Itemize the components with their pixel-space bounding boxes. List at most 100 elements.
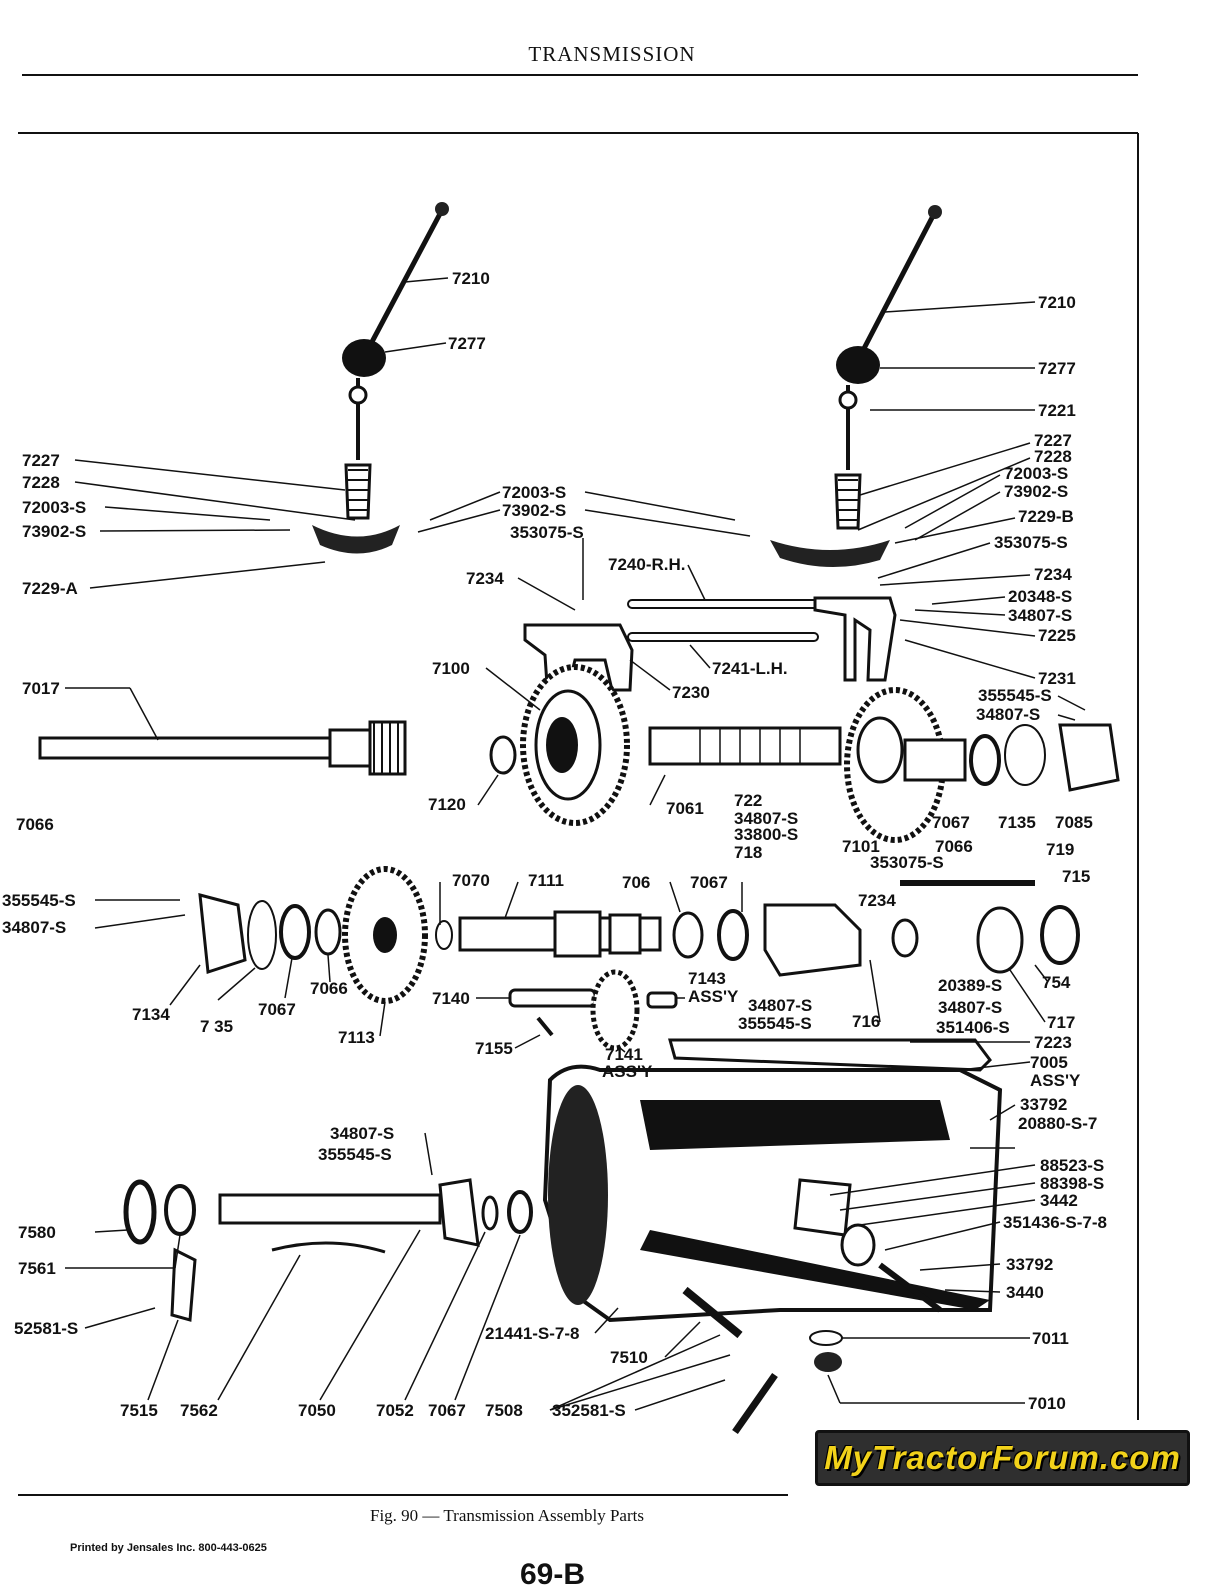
shaft-7050 <box>218 1178 480 1247</box>
callout: 73902-S <box>22 522 86 541</box>
callout: 7066 <box>16 815 54 834</box>
lever-7510 <box>682 1286 743 1339</box>
bearing-716 <box>891 918 919 958</box>
callout: 72003-S <box>22 498 86 517</box>
bearing-cup-7067-left <box>279 904 311 960</box>
callout: 351406-S <box>936 1018 1010 1037</box>
callout: 7120 <box>428 795 466 814</box>
callout: 34807-S <box>2 918 66 937</box>
callout: 7134 <box>132 1005 170 1024</box>
callout: 7017 <box>22 679 60 698</box>
callout: 20880-S-7 <box>1018 1114 1097 1133</box>
callout: 7230 <box>672 683 710 702</box>
callout: 73902-S <box>502 501 566 520</box>
callout: 355545-S <box>2 891 76 910</box>
lever-7515 <box>170 1247 197 1322</box>
callout: 3442 <box>1040 1191 1078 1210</box>
shaft-3440 <box>840 1223 876 1267</box>
lever-7508 <box>732 1372 778 1435</box>
bearing-7066-left <box>314 908 342 956</box>
figure-caption: Fig. 90 — Transmission Assembly Parts <box>370 1506 644 1525</box>
plug-7010 <box>814 1352 842 1372</box>
callout: 88523-S <box>1040 1156 1104 1175</box>
cover-3442 <box>793 1178 852 1237</box>
shift-lever-left <box>312 202 449 554</box>
bearing-cup-7067 <box>969 734 1001 786</box>
callout: 7113 <box>338 1028 375 1047</box>
sleeve-717 <box>976 906 1024 974</box>
callout: 34807-S <box>734 809 798 828</box>
callout: 7228 <box>1034 447 1072 466</box>
cluster-gear-7111 <box>458 910 662 958</box>
callout: 7070 <box>452 871 490 890</box>
input-shaft-7017 <box>38 720 407 776</box>
gasket-7135 <box>1004 724 1046 786</box>
callout: 72003-S <box>1004 464 1068 483</box>
callout: 7 35 <box>200 1017 233 1036</box>
housing-718 <box>763 903 862 977</box>
callout: 20389-S <box>938 976 1002 995</box>
site-logo: MyTractorForum.com <box>815 1430 1190 1486</box>
callout: 355545-S <box>738 1014 812 1033</box>
callout: 7052 <box>376 1401 414 1420</box>
callout: 7066 <box>310 979 348 998</box>
callout: 715 <box>1062 867 1090 886</box>
callout: 7510 <box>610 1348 648 1367</box>
reverse-idler-gear-7141 <box>590 969 640 1051</box>
callout: 7085 <box>1055 813 1093 832</box>
pin-7155 <box>536 1016 554 1037</box>
callout: 706 <box>622 873 650 892</box>
callout: 7067 <box>258 1000 296 1019</box>
callout: 7010 <box>1028 1394 1066 1413</box>
callout: 7228 <box>22 473 60 492</box>
callout: 34807-S <box>976 705 1040 724</box>
callout: 754 <box>1042 973 1071 992</box>
callout: 7229-B <box>1018 507 1074 526</box>
callout: 7277 <box>1038 359 1076 378</box>
callout: 7066 <box>935 837 973 856</box>
spring-7562 <box>271 1241 386 1254</box>
seal-7580 <box>123 1179 157 1245</box>
callout: 722 <box>734 791 762 810</box>
callout: 7135 <box>998 813 1036 832</box>
callout: 7277 <box>448 334 486 353</box>
transmission-case-7005 <box>542 1038 1003 1323</box>
nut-7561 <box>164 1184 196 1236</box>
gear-7101 <box>844 687 967 843</box>
callout: ASS'Y <box>602 1062 653 1081</box>
callout: 7223 <box>1034 1033 1072 1052</box>
bearing-cup-7067-lower <box>507 1190 533 1234</box>
callout: 7111 <box>528 871 564 890</box>
mainshaft-7061 <box>648 726 842 766</box>
callout: 21441-S-7-8 <box>485 1324 580 1343</box>
gear-7113 <box>342 866 428 1004</box>
callout: 7241-L.H. <box>712 659 788 678</box>
callout: 353075-S <box>870 853 944 872</box>
callout: 7229-A <box>22 579 78 598</box>
bearing-cup-7067-mid <box>717 909 749 961</box>
bearing-706 <box>672 911 704 959</box>
callout: 7067 <box>932 813 970 832</box>
callout: 718 <box>734 843 762 862</box>
printed-by-note: Printed by Jensales Inc. 800-443-0625 <box>70 1542 267 1554</box>
gasket-7135-left <box>247 900 277 970</box>
page-number: 69-B <box>520 1558 586 1591</box>
callout: 7234 <box>466 569 504 588</box>
bushing-7143 <box>646 991 678 1009</box>
logo-text: MyTractorForum.com <box>824 1439 1181 1476</box>
callout: 7580 <box>18 1223 56 1242</box>
footer-rule <box>18 1494 788 1496</box>
callout: 719 <box>1046 840 1074 859</box>
callout: 3440 <box>1006 1283 1044 1302</box>
callout: 7234 <box>858 891 896 910</box>
shift-fork-7225 <box>813 596 897 682</box>
callout: 351436-S-7-8 <box>1003 1213 1107 1232</box>
callout: 88398-S <box>1040 1174 1104 1193</box>
callout: 355545-S <box>978 686 1052 705</box>
callout: 7227 <box>1034 431 1072 450</box>
idler-shaft-7140 <box>508 988 597 1008</box>
shift-rails <box>627 599 819 642</box>
callout: 7515 <box>120 1401 158 1420</box>
sliding-gear-7100 <box>520 664 630 826</box>
